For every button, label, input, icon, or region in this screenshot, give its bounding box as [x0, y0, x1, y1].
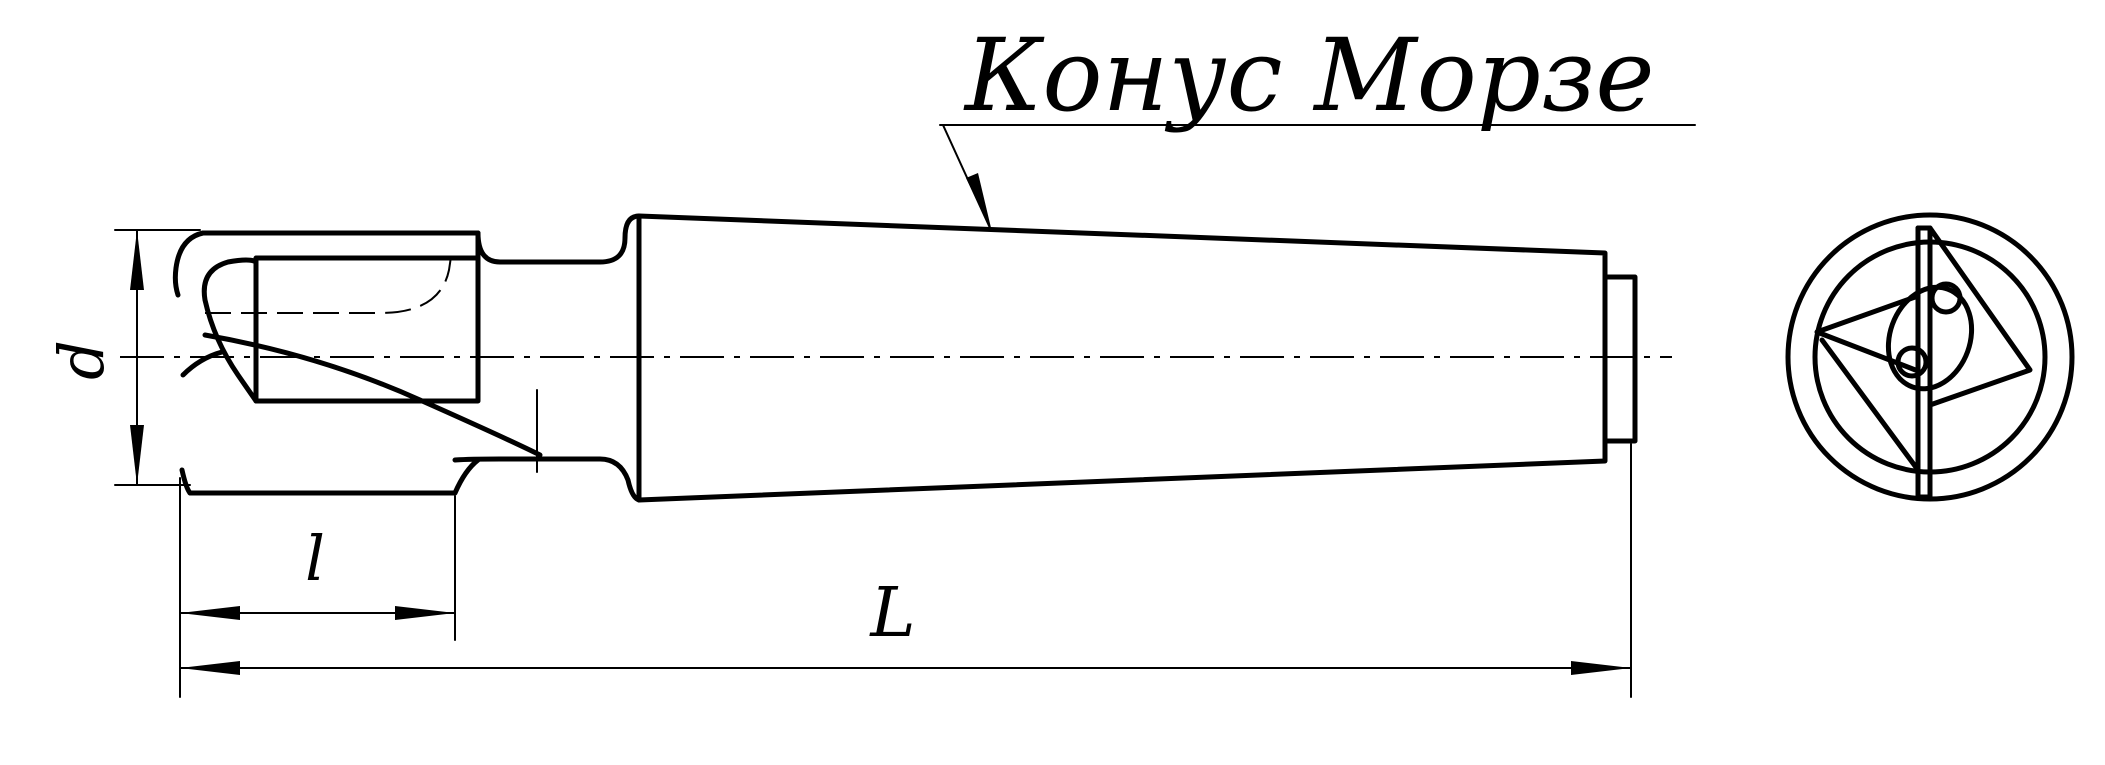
dimension-label-l: l [305, 522, 325, 595]
end-view [1785, 212, 2075, 502]
dimension-l-line [179, 606, 456, 620]
callout-title: Конус Морзе [963, 17, 1655, 134]
dimension-label-d: d [45, 340, 118, 380]
callout-leader [939, 124, 1696, 232]
dimension-L-line [179, 661, 1632, 675]
dimension-label-L: L [868, 574, 915, 653]
extension-lines [114, 229, 1632, 698]
morse-taper-shank [636, 213, 1608, 503]
shank-end-tang [1602, 274, 1638, 444]
hidden-flute-edge [205, 249, 453, 314]
cutter-head [172, 230, 543, 496]
dimension-d-line [130, 229, 144, 486]
tool-neck [452, 213, 642, 503]
